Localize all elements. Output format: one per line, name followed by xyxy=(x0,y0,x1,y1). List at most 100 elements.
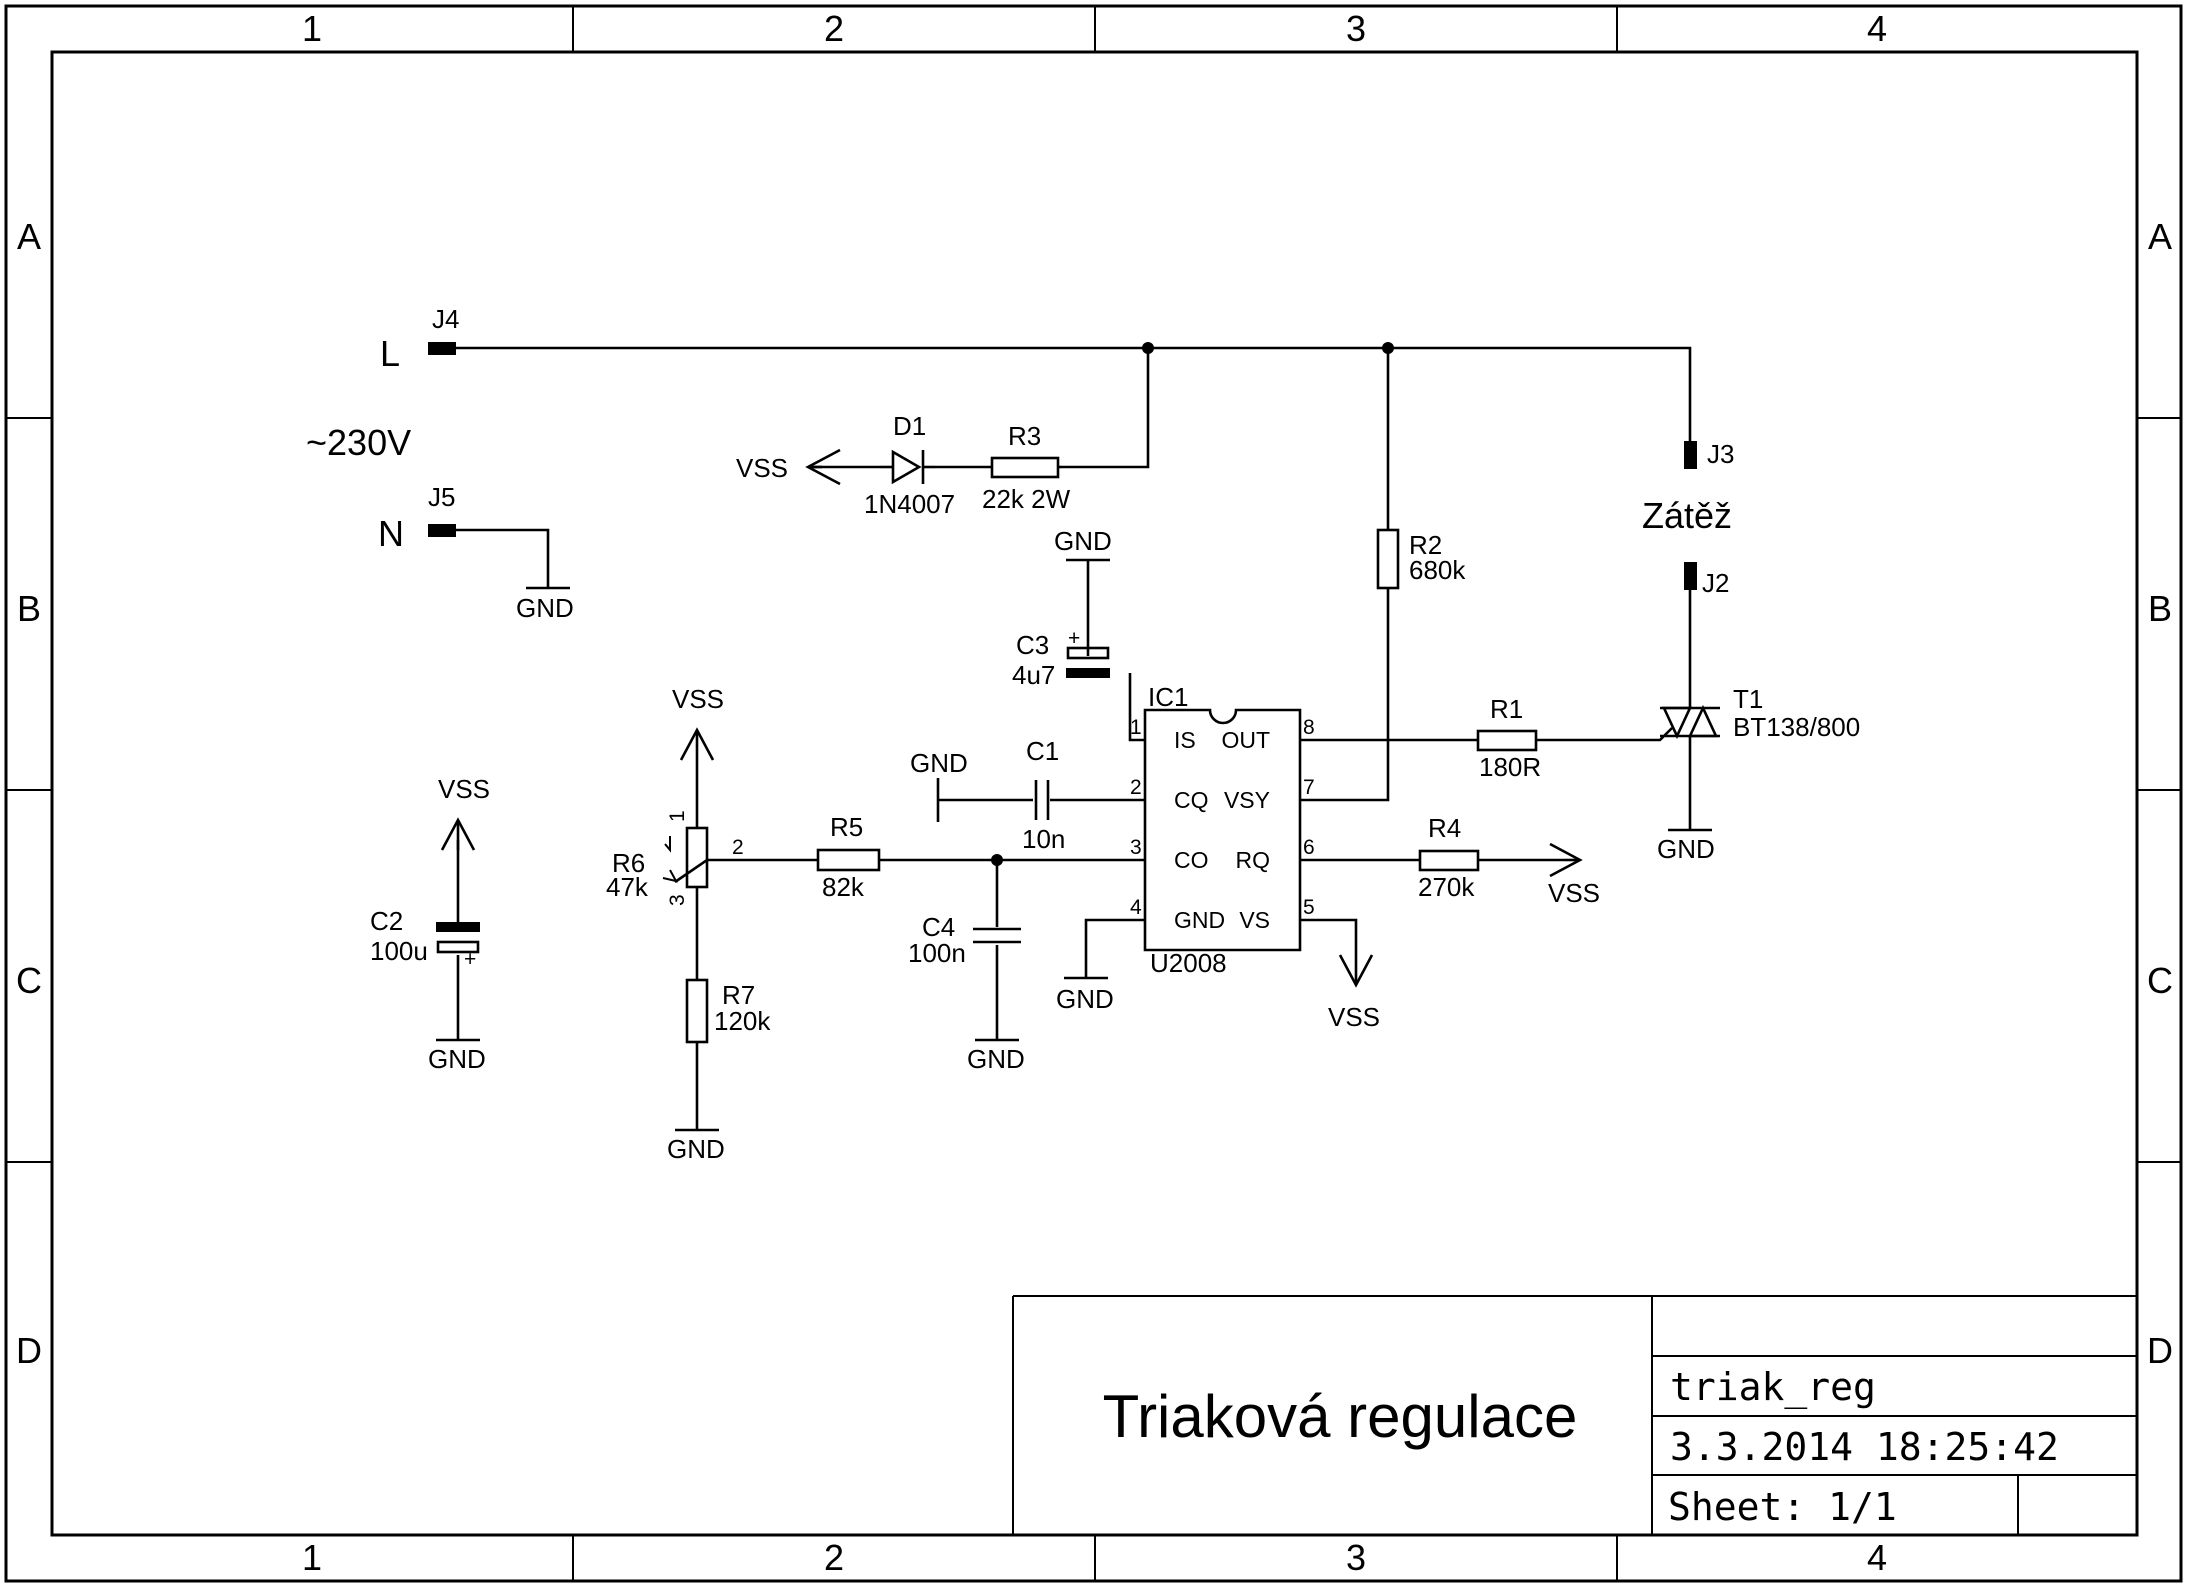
sheet-frame xyxy=(4,4,2183,1583)
ic-u2008: IC1 U2008 IS CQ CO GND OUT VSY RQ VS 1 2… xyxy=(1130,682,1315,978)
potentiometer-r6: 1 2 3 R6 47k xyxy=(606,810,744,906)
load-label: Zátěž xyxy=(1642,495,1732,536)
gnd-symbol-t1: GND xyxy=(1657,828,1715,864)
capacitor-c3: + C3 4u7 xyxy=(1012,627,1110,690)
column-label-4: 4 xyxy=(1867,8,1887,49)
line-label: L xyxy=(380,333,400,374)
vss-symbol-r6: VSS xyxy=(672,684,724,761)
gnd-symbol-c1: GND xyxy=(910,748,968,822)
svg-text:J4: J4 xyxy=(432,304,459,334)
resistor-r5: R5 82k xyxy=(816,812,881,902)
svg-text:J2: J2 xyxy=(1702,568,1729,598)
svg-text:GND: GND xyxy=(667,1134,725,1164)
svg-text:47k: 47k xyxy=(606,872,649,902)
row-label-c-right: C xyxy=(2147,960,2173,1001)
svg-text:270k: 270k xyxy=(1418,872,1475,902)
svg-text:U2008: U2008 xyxy=(1150,948,1227,978)
svg-text:GND: GND xyxy=(1054,526,1112,556)
mains-voltage-label: ~230V xyxy=(306,422,411,463)
svg-text:IC1: IC1 xyxy=(1148,682,1188,712)
svg-text:RQ: RQ xyxy=(1236,847,1271,873)
capacitor-c2: + C2 100u xyxy=(370,906,480,971)
svg-text:GND: GND xyxy=(910,748,968,778)
column-label-2: 2 xyxy=(824,8,844,49)
svg-text:GND: GND xyxy=(967,1044,1025,1074)
svg-text:VSS: VSS xyxy=(438,774,490,804)
svg-text:22k 2W: 22k 2W xyxy=(982,484,1071,514)
row-label-b: B xyxy=(17,588,41,629)
svg-text:1N4007: 1N4007 xyxy=(864,489,955,519)
svg-text:3: 3 xyxy=(1130,836,1142,859)
gnd-symbol-c3: GND xyxy=(1054,526,1112,562)
row-label-c: C xyxy=(16,960,42,1001)
svg-text:VSS: VSS xyxy=(672,684,724,714)
svg-text:R3: R3 xyxy=(1008,421,1041,451)
column-label-1: 1 xyxy=(302,8,322,49)
resistor-r7: R7 120k xyxy=(685,978,771,1044)
svg-text:6: 6 xyxy=(1303,836,1315,859)
svg-text:10n: 10n xyxy=(1022,824,1065,854)
svg-text:GND: GND xyxy=(1056,984,1114,1014)
svg-text:5: 5 xyxy=(1303,896,1315,919)
gnd-symbol-pin4: GND xyxy=(1056,976,1114,1014)
svg-text:100u: 100u xyxy=(370,936,428,966)
svg-text:120k: 120k xyxy=(714,1006,771,1036)
resistor-r1: R1 180R xyxy=(1476,694,1541,782)
gnd-symbol-c4: GND xyxy=(967,1038,1025,1074)
svg-text:4: 4 xyxy=(1130,896,1142,919)
svg-text:4u7: 4u7 xyxy=(1012,660,1055,690)
connector-j4: J4 xyxy=(428,304,459,355)
junction-dot xyxy=(991,854,1003,866)
svg-text:IS: IS xyxy=(1174,727,1196,753)
vss-symbol-pin5: VSS xyxy=(1328,954,1380,1032)
resistor-r2: R2 680k xyxy=(1376,528,1466,590)
svg-text:R1: R1 xyxy=(1490,694,1523,724)
resistor-r3: R3 22k 2W xyxy=(982,421,1071,514)
svg-text:2: 2 xyxy=(1130,776,1142,799)
frame-zone-labels: 1 2 3 4 1 2 3 4 A B C D A B C D xyxy=(16,8,2173,1578)
diode-d1: D1 1N4007 xyxy=(864,411,955,519)
gnd-symbol-r7: GND xyxy=(667,1128,725,1164)
svg-text:J5: J5 xyxy=(428,482,455,512)
junction-dot xyxy=(1382,342,1394,354)
column-label-1-bottom: 1 xyxy=(302,1537,322,1578)
svg-text:1: 1 xyxy=(1130,716,1142,739)
title-block-datetime: 3.3.2014 18:25:42 xyxy=(1670,1425,2059,1469)
vss-symbol-r4: VSS xyxy=(1548,842,1600,908)
svg-text:BT138/800: BT138/800 xyxy=(1733,712,1860,742)
svg-text:GND: GND xyxy=(428,1044,486,1074)
triac-t1: T1 BT138/800 xyxy=(1660,684,1860,742)
svg-text:R5: R5 xyxy=(830,812,863,842)
column-label-4-bottom: 4 xyxy=(1867,1537,1887,1578)
svg-text:R6: R6 xyxy=(612,848,645,878)
title-block: Triaková regulace triak_reg 3.3.2014 18:… xyxy=(1012,1295,2137,1535)
svg-text:C4: C4 xyxy=(922,912,955,942)
svg-text:180R: 180R xyxy=(1479,752,1541,782)
svg-text:GND: GND xyxy=(516,593,574,623)
row-label-a: A xyxy=(17,216,41,257)
svg-text:3: 3 xyxy=(666,894,689,906)
svg-text:CO: CO xyxy=(1174,847,1209,873)
neutral-label: N xyxy=(378,513,404,554)
svg-text:82k: 82k xyxy=(822,872,865,902)
svg-text:100n: 100n xyxy=(908,938,966,968)
title-block-title: Triaková regulace xyxy=(1103,1383,1578,1450)
svg-text:D1: D1 xyxy=(893,411,926,441)
svg-text:VSS: VSS xyxy=(1328,1002,1380,1032)
svg-text:+: + xyxy=(464,948,476,971)
connector-j3: J3 xyxy=(1684,439,1734,469)
column-label-3: 3 xyxy=(1346,8,1366,49)
row-label-d: D xyxy=(16,1330,42,1371)
gnd-symbol-j5: GND xyxy=(516,586,574,623)
svg-text:C3: C3 xyxy=(1016,630,1049,660)
svg-text:C1: C1 xyxy=(1026,736,1059,766)
svg-text:VSY: VSY xyxy=(1224,787,1270,813)
vss-symbol-c2: VSS xyxy=(438,774,490,851)
row-label-d-right: D xyxy=(2147,1330,2173,1371)
wires xyxy=(456,346,1692,1130)
svg-text:R4: R4 xyxy=(1428,813,1461,843)
svg-text:T1: T1 xyxy=(1733,684,1763,714)
title-block-filename: triak_reg xyxy=(1670,1365,1876,1410)
junction-dot xyxy=(1142,342,1154,354)
svg-text:CQ: CQ xyxy=(1174,787,1209,813)
